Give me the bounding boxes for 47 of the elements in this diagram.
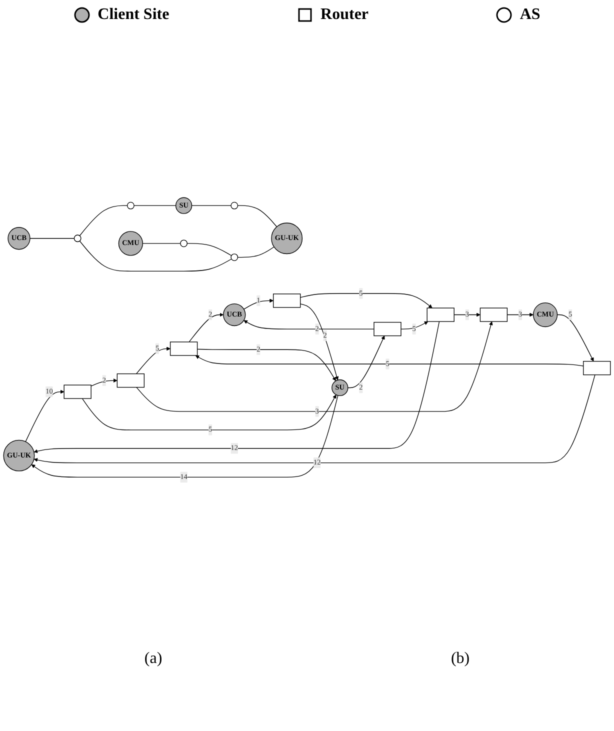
- arrow: [82, 394, 336, 430]
- arrow: [454, 312, 480, 317]
- node-circle: [180, 240, 188, 248]
- arrow: [244, 298, 274, 310]
- node-box: [374, 322, 402, 336]
- connector: [79, 205, 128, 236]
- arrow: [506, 312, 534, 317]
- arrow: [300, 293, 432, 308]
- connector: [30, 238, 75, 239]
- node-box: [170, 342, 198, 356]
- arrow: [300, 303, 339, 380]
- node-circle: [230, 202, 238, 210]
- connector: [186, 243, 232, 256]
- arrow: [244, 320, 374, 330]
- arrow: [90, 378, 118, 386]
- arrow: [136, 321, 493, 412]
- connector: [142, 243, 181, 244]
- arrow: [34, 321, 440, 454]
- legend-text: Client Site: [98, 6, 170, 24]
- arrow: [400, 321, 428, 330]
- arrow: [188, 312, 224, 342]
- connector: [79, 240, 232, 272]
- node-box: [426, 308, 454, 322]
- node-circle: [126, 202, 134, 210]
- node-box: [116, 373, 145, 388]
- connector: [191, 205, 232, 206]
- node-box: [583, 360, 611, 376]
- arrow: [556, 314, 594, 362]
- arrow: [136, 346, 170, 374]
- arrow: [31, 395, 338, 478]
- connector: [134, 205, 176, 206]
- arrow: [195, 355, 584, 366]
- node-circle: [74, 234, 82, 242]
- node-box: [64, 384, 92, 399]
- legend-text: Router: [320, 6, 369, 24]
- arrow: [348, 336, 385, 388]
- arrow: [196, 348, 336, 381]
- arrow: [25, 390, 64, 442]
- connector: [237, 205, 278, 227]
- panel-label: (a): [144, 650, 162, 668]
- node-box: [480, 308, 508, 322]
- node-circle: [230, 254, 238, 261]
- node-box: [273, 294, 301, 308]
- arrow: [34, 374, 596, 464]
- panel-label: (b): [450, 650, 470, 668]
- legend-text: AS: [520, 6, 540, 24]
- connector: [237, 246, 274, 258]
